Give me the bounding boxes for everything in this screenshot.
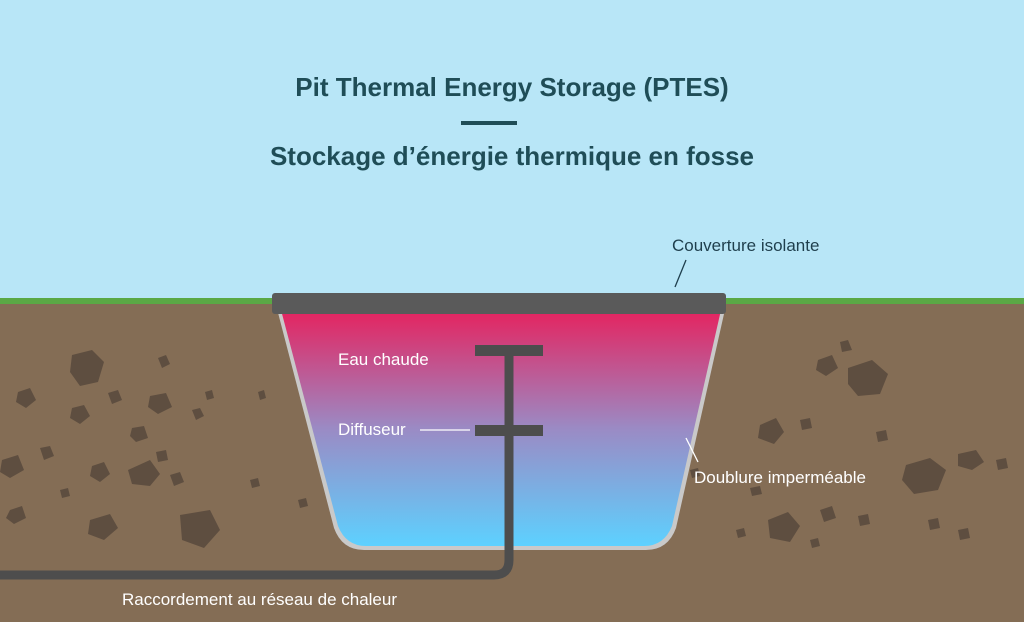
soil-rocks [0,340,1008,548]
diffuser-bar [475,425,543,436]
page-title: Pit Thermal Energy Storage (PTES) [295,72,729,102]
cover-label: Couverture isolante [672,236,820,255]
hot-water-diffuser [475,345,543,356]
page-subtitle: Stockage d’énergie thermique en fosse [269,141,755,171]
diffuser-label: Diffuseur [338,420,406,439]
sky [0,0,1024,300]
title-divider [461,121,517,125]
liner-leader-line [685,437,699,463]
connection-label: Raccordement au réseau de chaleur [122,590,397,609]
hot-water-label: Eau chaude [338,350,429,369]
cover-leader-line [674,259,687,288]
liner-label: Doublure imperméable [694,468,866,487]
insulating-cover [272,293,726,314]
connection-pipe [0,350,514,580]
